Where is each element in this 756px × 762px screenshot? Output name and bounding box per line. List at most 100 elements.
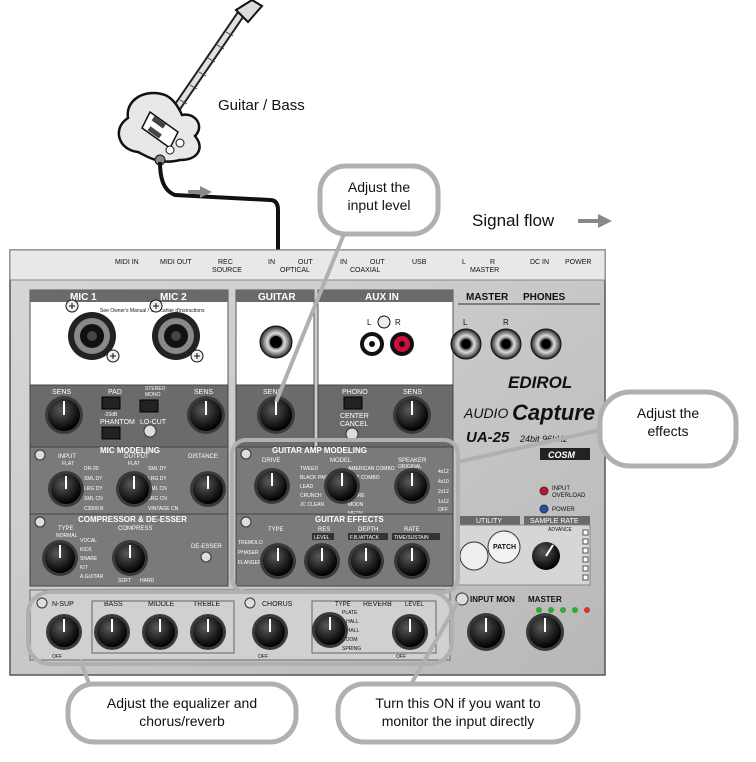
stereo-mono-button[interactable] bbox=[139, 399, 159, 413]
phono-button[interactable] bbox=[343, 396, 363, 410]
phones-jack[interactable] bbox=[530, 328, 562, 360]
time-sustain-tag bbox=[392, 533, 440, 540]
chorus-knob[interactable] bbox=[252, 614, 288, 650]
comp-type-option: SNARE bbox=[80, 556, 98, 562]
drive-label: DRIVE bbox=[262, 458, 280, 464]
mic-input-knob[interactable] bbox=[48, 471, 84, 507]
aux-l-rca-jack[interactable] bbox=[360, 332, 384, 356]
middle-knob[interactable] bbox=[142, 614, 178, 650]
mic-output-label: OUTPUT bbox=[124, 454, 149, 460]
mic-output-flat: FLAT bbox=[128, 461, 140, 467]
mic-modeling-button[interactable] bbox=[34, 449, 46, 461]
utility-button[interactable] bbox=[459, 541, 489, 571]
callout-input-level-pointer bbox=[274, 233, 346, 403]
model-knob[interactable] bbox=[324, 468, 360, 504]
rate-knob[interactable] bbox=[394, 543, 430, 579]
mic2-label: MIC 2 bbox=[160, 292, 187, 303]
usb-label: USB bbox=[412, 259, 427, 266]
mic-output-knob[interactable] bbox=[116, 471, 152, 507]
brand-spec: 24bit 96kHz bbox=[519, 434, 568, 444]
compress-knob[interactable] bbox=[112, 540, 148, 576]
speaker-knob[interactable] bbox=[394, 468, 430, 504]
distance-label: DISTANCE bbox=[188, 454, 218, 460]
amp-model-option: LEAD bbox=[300, 484, 313, 490]
treble-knob[interactable] bbox=[190, 614, 226, 650]
brand-audio: AUDIO bbox=[463, 405, 508, 421]
rec-label: REC bbox=[218, 259, 233, 266]
fx-type-knob[interactable] bbox=[260, 543, 296, 579]
mic-output-option: LRG DY bbox=[148, 476, 167, 482]
aux-r-rca-jack[interactable] bbox=[390, 332, 414, 356]
mic2-sens-knob[interactable] bbox=[187, 396, 225, 434]
guitar-input-jack[interactable] bbox=[259, 325, 293, 359]
mic2-xlr-jack[interactable] bbox=[149, 299, 204, 363]
amp-model-option: JC CLEAN bbox=[300, 502, 325, 508]
reverb-off: OFF bbox=[396, 654, 406, 660]
mic-output-option: SML CN bbox=[148, 486, 167, 492]
reverb-type-label: TYPE bbox=[335, 602, 351, 608]
de-esser-led bbox=[200, 551, 212, 563]
chorus-button[interactable] bbox=[244, 597, 256, 609]
guitar-amp-label: GUITAR AMP MODELING bbox=[272, 446, 367, 455]
depth-knob[interactable] bbox=[348, 543, 384, 579]
center-label: CENTER bbox=[340, 413, 369, 420]
input-mon-button[interactable] bbox=[455, 592, 469, 606]
comp-type-label: TYPE bbox=[58, 526, 74, 532]
comp-type-option: KICK bbox=[80, 547, 92, 553]
amp-model-option: BRIT COMBO bbox=[348, 475, 380, 481]
source-label: SOURCE bbox=[212, 267, 242, 274]
cosm-label: COSM bbox=[548, 450, 576, 460]
amp-model-option: TWEED bbox=[300, 466, 318, 472]
mic-input-option: SML CN bbox=[84, 496, 103, 502]
input-mon-knob[interactable] bbox=[467, 613, 505, 651]
master-l-jack[interactable] bbox=[450, 328, 482, 360]
fx-type-label: TYPE bbox=[268, 527, 284, 533]
master-volume-knob[interactable] bbox=[526, 613, 564, 651]
input-overload-label-2: OVERLOAD bbox=[552, 493, 586, 499]
guitar-effects-button[interactable] bbox=[240, 516, 252, 528]
res-knob[interactable] bbox=[304, 543, 340, 579]
rate-label: RATE bbox=[404, 527, 420, 533]
distance-knob[interactable] bbox=[190, 471, 226, 507]
reverb-type-option: L.HALL bbox=[342, 619, 359, 625]
pad-button[interactable] bbox=[101, 396, 121, 410]
callout-eq-line1: Adjust the equalizer and bbox=[107, 695, 257, 711]
guitar-sens-knob[interactable] bbox=[257, 396, 295, 434]
mic1-xlr-jack[interactable] bbox=[65, 299, 120, 363]
aux-header bbox=[318, 290, 453, 302]
reverb-type-knob[interactable] bbox=[312, 612, 348, 648]
level-tag bbox=[312, 533, 334, 540]
aux-sens-knob[interactable] bbox=[393, 396, 431, 434]
callout-eq-pointer bbox=[78, 659, 92, 687]
de-esser-label: DE-ESSER bbox=[191, 544, 222, 550]
speaker-label: SPEAKER bbox=[398, 458, 427, 464]
compressor-button[interactable] bbox=[34, 516, 46, 528]
coax-in-label: IN bbox=[340, 259, 347, 266]
guitar-amp-button[interactable] bbox=[240, 448, 252, 460]
bass-knob[interactable] bbox=[94, 614, 130, 650]
reverb-level-knob[interactable] bbox=[392, 614, 428, 650]
comp-type-knob[interactable] bbox=[42, 540, 78, 576]
mic-header bbox=[30, 290, 228, 302]
mic-input-flat: FLAT bbox=[62, 461, 74, 467]
callout-effects-line2: effects bbox=[648, 423, 689, 439]
patch-button[interactable] bbox=[487, 530, 521, 564]
mic2-sens-label: SENS bbox=[194, 389, 213, 396]
eq-bracket bbox=[91, 600, 235, 654]
guitar-header bbox=[236, 290, 314, 302]
sample-rate-selector[interactable] bbox=[532, 542, 560, 570]
mic1-sens-knob[interactable] bbox=[45, 396, 83, 434]
lo-cut-led bbox=[143, 424, 157, 438]
aux-sens-label: SENS bbox=[403, 389, 422, 396]
utility-header bbox=[458, 516, 520, 525]
n-sup-button[interactable] bbox=[36, 597, 48, 609]
phantom-button[interactable] bbox=[101, 426, 121, 440]
drive-knob[interactable] bbox=[254, 468, 290, 504]
aux-r-label: R bbox=[395, 318, 401, 327]
master-r-jack[interactable] bbox=[490, 328, 522, 360]
n-sup-knob[interactable] bbox=[46, 614, 82, 650]
